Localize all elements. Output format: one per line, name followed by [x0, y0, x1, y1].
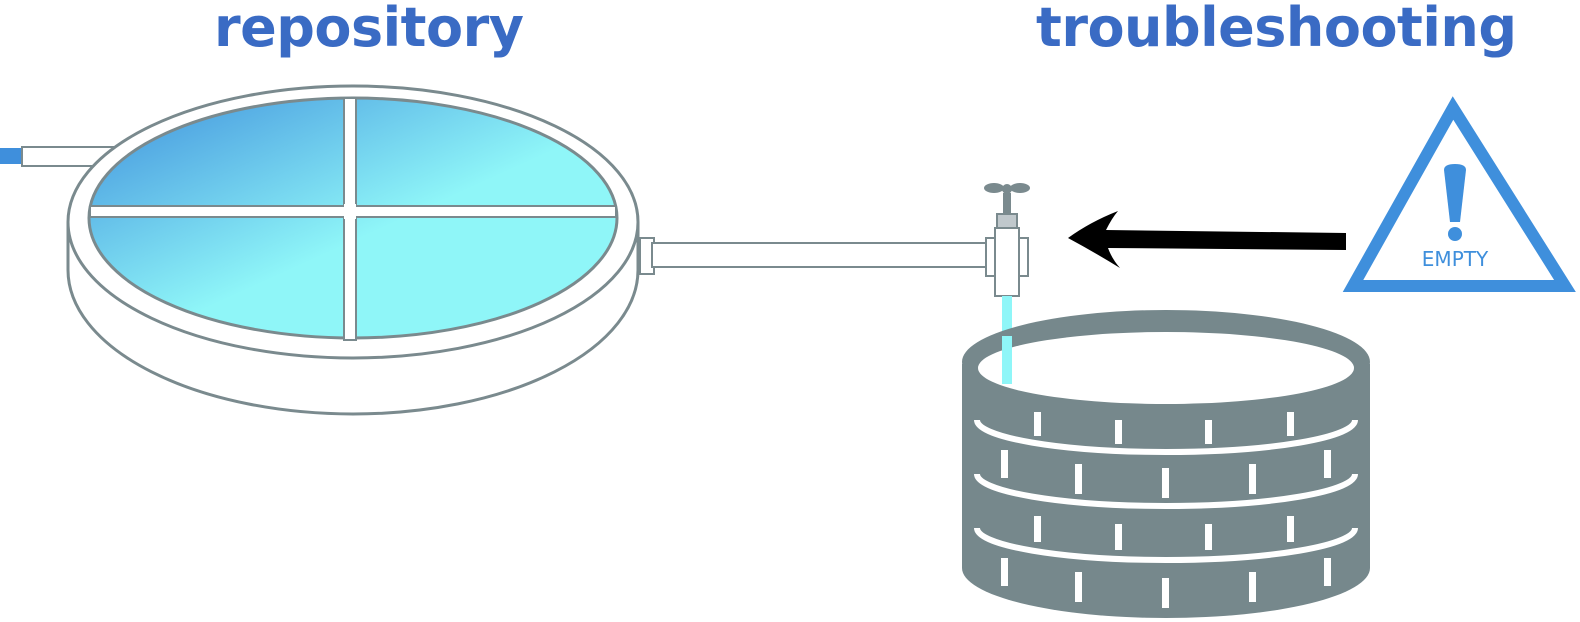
- troubleshooting-title: troubleshooting: [1036, 0, 1517, 59]
- warning-triangle-icon: EMPTY: [1342, 96, 1576, 292]
- faucet-icon: [984, 183, 1030, 297]
- warning-label: EMPTY: [1422, 247, 1489, 271]
- reservoir: [66, 84, 640, 416]
- repository-title: repository: [214, 0, 524, 59]
- tank: [962, 310, 1370, 618]
- arrow-left-icon: [1068, 211, 1346, 268]
- outlet-pipe: [639, 237, 993, 275]
- tank-opening: [978, 332, 1354, 404]
